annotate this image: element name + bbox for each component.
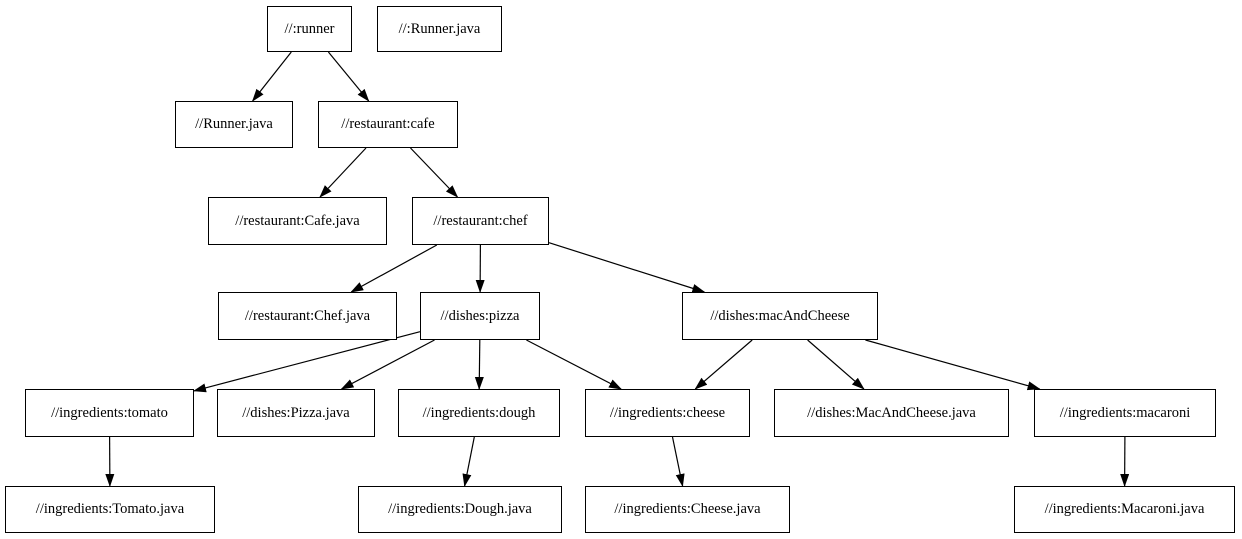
node-label: //Runner.java bbox=[195, 116, 273, 132]
edge-mac-and-cheese-to-mac-and-cheese-java bbox=[807, 339, 865, 390]
graph-node-dough: //ingredients:dough bbox=[398, 389, 560, 437]
node-label: //ingredients:cheese bbox=[609, 404, 726, 421]
edge-dough-to-dough-java bbox=[462, 436, 475, 487]
edge-runner-to-runner-java bbox=[251, 51, 292, 102]
graph-node-colon-runner-java: //:Runner.java bbox=[377, 6, 502, 52]
edge-cheese-to-cheese-java bbox=[671, 436, 685, 487]
node-label: //ingredients:Macaroni.java bbox=[1044, 501, 1205, 517]
graph-node-cafe-java: //restaurant:Cafe.java bbox=[208, 197, 387, 245]
node-label: //ingredients:Tomato.java bbox=[35, 501, 185, 517]
node-label: //dishes:pizza bbox=[440, 307, 520, 324]
edge-pizza-to-pizza-java bbox=[340, 339, 435, 390]
edge-runner-to-cafe bbox=[327, 51, 370, 102]
graph-node-mac-and-cheese: //dishes:macAndCheese bbox=[682, 292, 878, 340]
node-label: //restaurant:Cafe.java bbox=[235, 212, 360, 229]
edge-chef-to-chef-java bbox=[350, 244, 438, 293]
graph-node-macaroni-java: //ingredients:Macaroni.java bbox=[1014, 486, 1235, 533]
graph-node-cafe: //restaurant:cafe bbox=[318, 101, 458, 148]
edges-group bbox=[105, 51, 1130, 487]
node-label: //ingredients:Cheese.java bbox=[614, 501, 761, 517]
graph-node-pizza: //dishes:pizza bbox=[420, 292, 540, 340]
node-label: //dishes:macAndCheese bbox=[710, 307, 850, 324]
edge-cafe-to-cafe-java bbox=[319, 147, 367, 198]
node-label: //:runner bbox=[284, 20, 335, 37]
node-label: //:Runner.java bbox=[398, 20, 481, 37]
graph-node-runner-java: //Runner.java bbox=[175, 101, 293, 148]
node-label: //restaurant:Chef.java bbox=[244, 307, 371, 324]
node-label: //restaurant:chef bbox=[433, 212, 528, 229]
node-label: //ingredients:Dough.java bbox=[388, 501, 532, 517]
edge-chef-to-mac-and-cheese bbox=[548, 242, 706, 293]
graph-node-chef-java: //restaurant:Chef.java bbox=[218, 292, 397, 340]
node-label: //ingredients:macaroni bbox=[1059, 404, 1191, 421]
graph-node-dough-java: //ingredients:Dough.java bbox=[358, 486, 562, 533]
node-label: //dishes:Pizza.java bbox=[242, 404, 350, 421]
edge-pizza-to-cheese bbox=[526, 339, 622, 390]
edge-pizza-to-dough bbox=[474, 339, 484, 390]
graph-node-macaroni: //ingredients:macaroni bbox=[1034, 389, 1216, 437]
node-label: //restaurant:cafe bbox=[341, 116, 435, 132]
graph-node-tomato: //ingredients:tomato bbox=[25, 389, 194, 437]
graph-node-cheese: //ingredients:cheese bbox=[585, 389, 750, 437]
graph-node-pizza-java: //dishes:Pizza.java bbox=[217, 389, 375, 437]
graph-node-mac-and-cheese-java: //dishes:MacAndCheese.java bbox=[774, 389, 1009, 437]
graph-node-chef: //restaurant:chef bbox=[412, 197, 549, 245]
graph-node-tomato-java: //ingredients:Tomato.java bbox=[5, 486, 215, 533]
edge-cafe-to-chef bbox=[410, 147, 459, 198]
edge-mac-and-cheese-to-cheese bbox=[694, 339, 753, 390]
graph-node-cheese-java: //ingredients:Cheese.java bbox=[585, 486, 790, 533]
node-label: //dishes:MacAndCheese.java bbox=[807, 404, 976, 421]
graph-node-runner: //:runner bbox=[267, 6, 352, 52]
edge-mac-and-cheese-to-macaroni bbox=[865, 339, 1041, 391]
node-label: //ingredients:tomato bbox=[51, 404, 168, 421]
node-label: //ingredients:dough bbox=[422, 404, 536, 421]
edge-pizza-to-tomato bbox=[193, 331, 421, 393]
